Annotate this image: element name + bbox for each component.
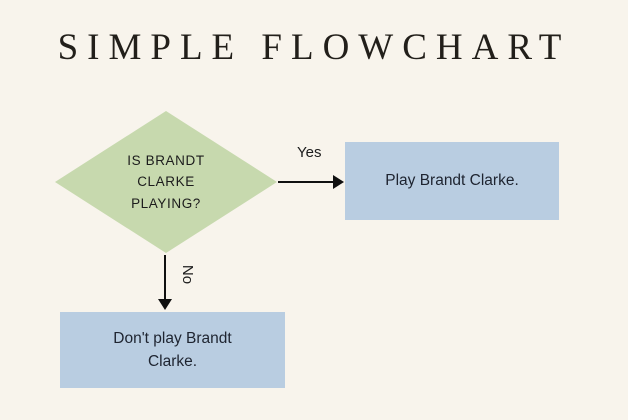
page-title: SIMPLE FLOWCHART bbox=[57, 27, 571, 68]
decision-diamond: IS BRANDT CLARKE PLAYING? bbox=[55, 111, 277, 253]
decision-label: IS BRANDT CLARKE PLAYING? bbox=[127, 152, 205, 211]
yes-arrowhead-icon bbox=[333, 175, 344, 189]
process-box-dont-play-label: Don't play Brandt Clarke. bbox=[113, 329, 232, 370]
yes-branch-label: Yes bbox=[297, 144, 322, 161]
process-box-dont-play: Don't play Brandt Clarke. bbox=[60, 312, 285, 388]
process-box-play: Play Brandt Clarke. bbox=[345, 142, 559, 220]
no-arrow-line bbox=[164, 255, 166, 301]
process-box-play-label: Play Brandt Clarke. bbox=[385, 172, 519, 190]
no-branch-label: No bbox=[179, 264, 197, 285]
no-arrowhead-icon bbox=[158, 299, 172, 310]
yes-arrow-line bbox=[278, 181, 335, 183]
